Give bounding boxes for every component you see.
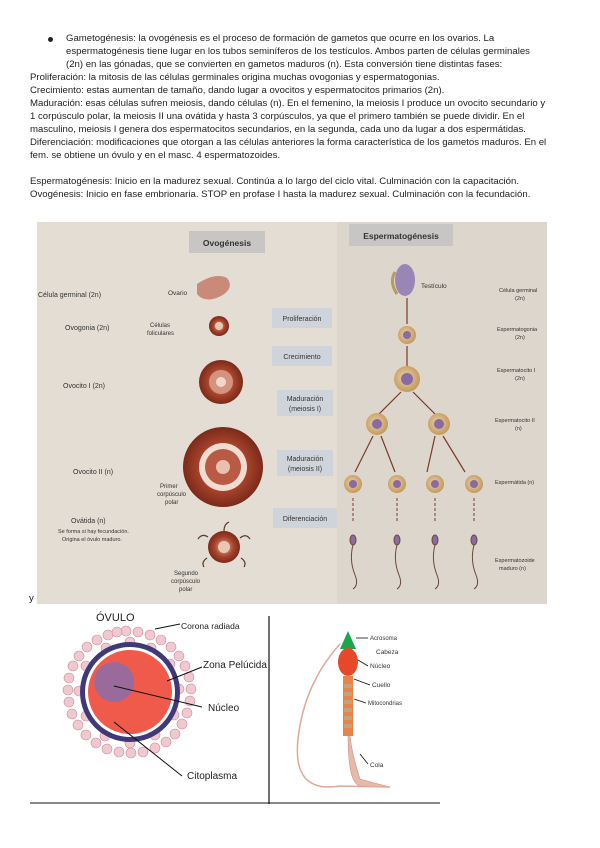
phase-crecimiento: Crecimiento: estas aumentan de tamaño, d… (30, 85, 445, 96)
label-cabeza: Cabeza (376, 649, 399, 656)
svg-text:(2n): (2n) (515, 376, 525, 382)
svg-text:(2n): (2n) (515, 335, 525, 341)
label-cola: Cola (370, 762, 384, 769)
label-ovocito-2: Ovocito II (n) (73, 469, 113, 476)
testis-shape (395, 264, 415, 296)
ovulo-title: ÓVULO (96, 611, 135, 624)
label-ovatida-note-1: Se forma si hay fecundación. (58, 529, 129, 535)
svg-text:(n): (n) (515, 426, 522, 432)
stage-maduracion-2: Maduración (287, 456, 324, 463)
label-r-espermatocito-1: Espermatocito I (497, 368, 536, 374)
ovary-shape (197, 276, 230, 300)
sperm-head-nucleus (338, 648, 358, 676)
phase-maduracion-2: 1 corpúsculo polar, la meiosis II una ov… (30, 111, 525, 122)
phase-maduracion-1: Maduración: esas células sufren meiosis,… (30, 98, 546, 109)
gametogenesis-figure: Ovogénesis Espermatogénesis Célula germi… (37, 222, 547, 604)
label-primer-polar: polar (165, 500, 178, 506)
stage-box-diferenciacion (273, 508, 337, 528)
label-citoplasma: Citoplasma (187, 771, 237, 782)
label-r-espermatida: Espermátida (n) (495, 480, 534, 486)
label-celula-germinal: Célula germinal (2n) (38, 292, 101, 299)
label-ovocito-1: Ovocito I (2n) (63, 383, 105, 390)
label-segundo: Segundo (174, 571, 199, 577)
label-testiculo: Testículo (421, 283, 447, 290)
label-segundo-corpusculo: corpúsculo (171, 579, 201, 585)
timeline-espermatogenesis: Espermatogénesis: Inicio en la madurez s… (30, 176, 520, 187)
phase-maduracion-3: masculino, meiosis I genera dos espermat… (30, 124, 526, 135)
label-zona-pelucida: Zona Pelúcida (203, 660, 267, 671)
espermatidas (344, 475, 483, 493)
label-r-espermatocito-2: Espermatocito II (495, 418, 535, 424)
stage-box-crecimiento (272, 346, 332, 366)
ovogenesis-title: Ovogénesis (203, 238, 251, 248)
label-foliculares: foliculares (147, 331, 174, 337)
gametes-figure: ÓVULO Corona radiada Zona Pelúcida Núcle… (30, 611, 440, 804)
bullet-dot (48, 37, 53, 42)
label-segundo-polar: polar (179, 587, 192, 593)
stage-box-proliferacion (272, 308, 332, 328)
stage-proliferacion: Proliferación (283, 316, 322, 323)
acrosoma (340, 631, 356, 649)
label-nucleo-esperma: Núcleo (370, 663, 391, 670)
label-r-espermatozoide: Espermatozoide (495, 558, 535, 564)
svg-text:(2n): (2n) (515, 296, 525, 302)
espermatogenesis-title: Espermatogénesis (363, 231, 439, 241)
label-nucleo-ovulo: Núcleo (208, 703, 240, 714)
stage-maduracion-1: Maduración (287, 396, 324, 403)
phase-proliferacion: Proliferación: la mitosis de las células… (30, 72, 440, 83)
stage-box-meiosis-1 (277, 390, 333, 416)
svg-text:maduro (n): maduro (n) (499, 566, 526, 572)
nucleo (94, 662, 134, 702)
label-corona-radiada: Corona radiada (181, 621, 240, 631)
label-ovatida-note-2: Origina el óvulo maduro. (62, 537, 122, 543)
label-ovario: Ovario (168, 290, 188, 297)
intro-line-1: Gametogénesis: la ovogénesis es el proce… (66, 33, 495, 44)
label-ovogonia: Ovogonia (2n) (65, 325, 109, 332)
sperm-midpiece (343, 676, 353, 736)
stage-diferenciacion: Diferenciación (283, 516, 327, 523)
phase-diferenciacion-1: Diferenciación: modificaciones que otorg… (30, 137, 547, 148)
label-mitocondrias: Mitocondrias (368, 701, 402, 707)
label-r-celula-germinal: Célula germinal (499, 288, 537, 294)
stage-crecimiento: Crecimiento (283, 354, 320, 361)
label-cuello: Cuello (372, 682, 391, 689)
intro-line-3: (2n) en las gónadas, que se convierten e… (66, 59, 503, 70)
intro-line-2: espermatogénesis tiene lugar en los tubo… (66, 46, 530, 57)
sperm-tail (347, 735, 391, 788)
stage-box-meiosis-2 (277, 450, 333, 476)
timeline-ovogenesis: Ovogénesis: Inicio en fase embrionaria. … (30, 189, 531, 200)
label-primer-corpusculo: corpúsculo (157, 492, 187, 498)
stray-letter: y (29, 593, 34, 604)
label-primer: Primer (160, 484, 178, 490)
label-ovatida: Ovátida (n) (71, 518, 106, 525)
label-celulas: Células (150, 323, 170, 329)
label-acrosoma: Acrosoma (370, 636, 398, 642)
stage-meiosis-2: (meiosis II) (288, 466, 322, 473)
stage-meiosis-1: (meiosis I) (289, 406, 321, 413)
phase-diferenciacion-2: fem. se obtiene un óvulo y en el masc. 4… (30, 150, 281, 161)
espermatozoides (349, 534, 479, 590)
label-r-espermatogonia: Espermatogonia (497, 327, 538, 333)
